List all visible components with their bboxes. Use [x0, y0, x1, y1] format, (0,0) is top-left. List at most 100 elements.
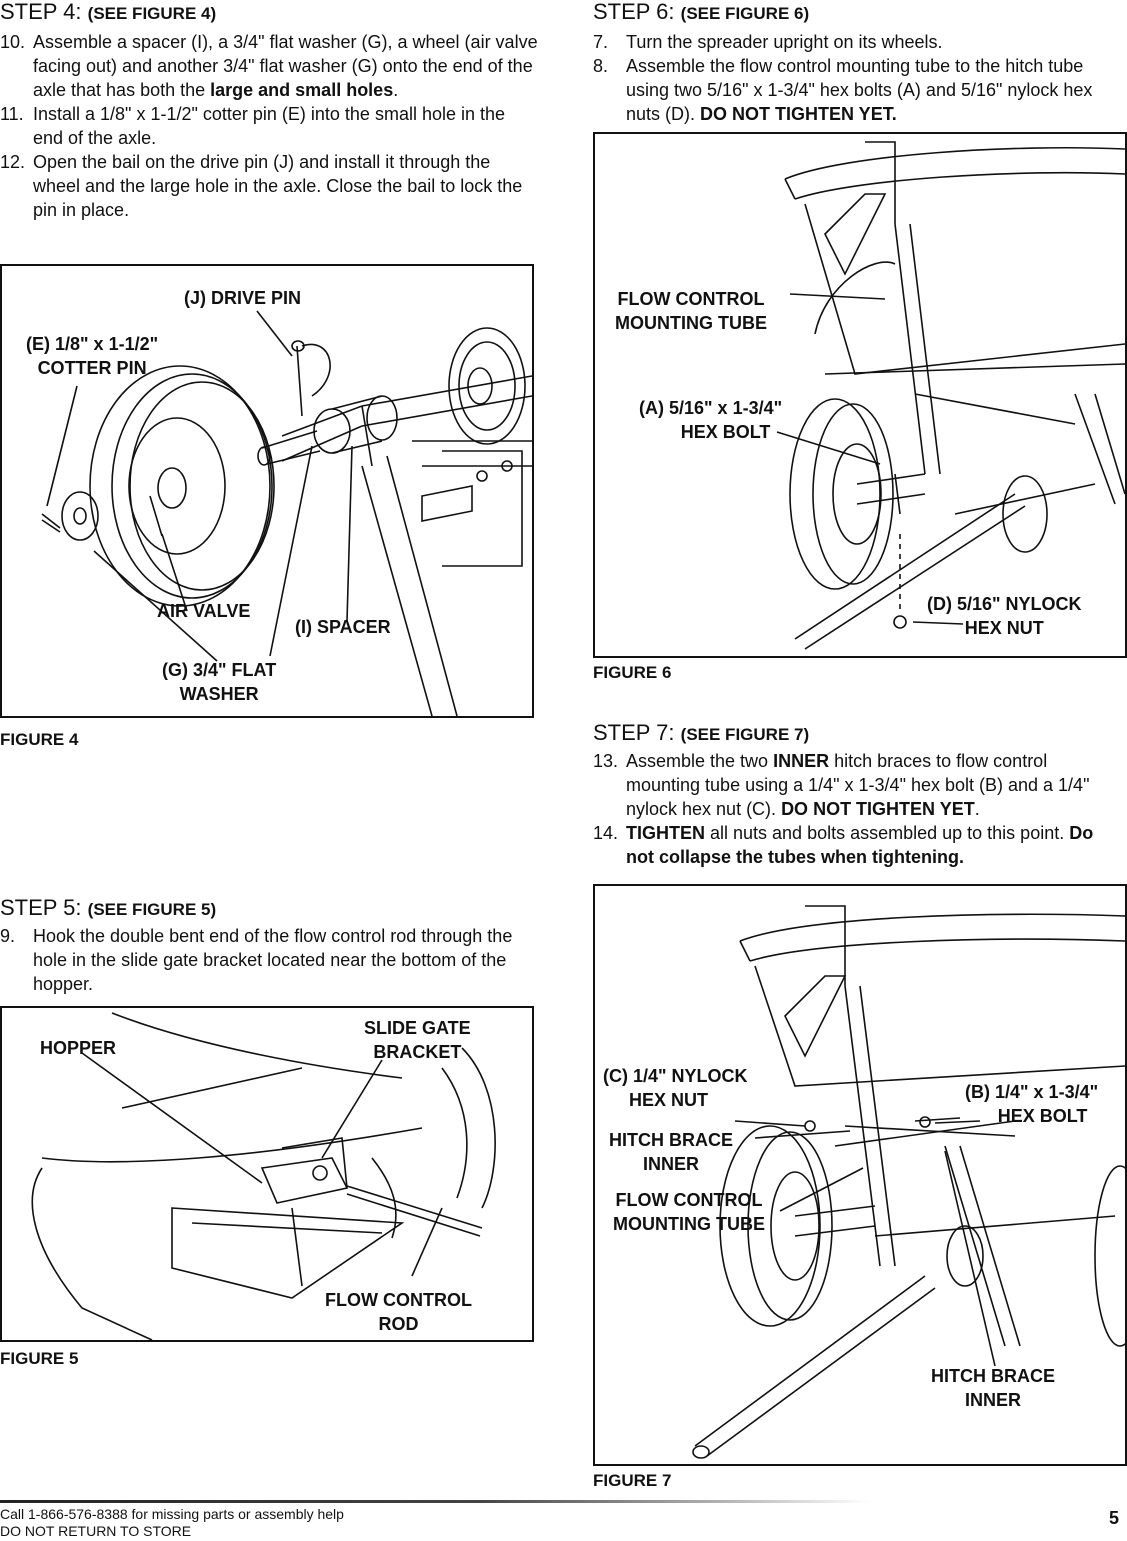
item-text: Assemble the flow control mounting tube … — [626, 56, 1093, 124]
label-hitch-brace-inner-bottom: HITCH BRACE INNER — [931, 1364, 1055, 1412]
label-line: MOUNTING TUBE — [615, 313, 767, 333]
list-item: 14. TIGHTEN all nuts and bolts assembled… — [593, 821, 1125, 869]
label-line: COTTER PIN — [37, 358, 147, 378]
figure4-illustration: (J) DRIVE PIN (E) 1/8" x 1-1/2" COTTER P… — [0, 264, 534, 718]
list-item: 11. Install a 1/8" x 1-1/2" cotter pin (… — [0, 102, 540, 150]
label-hex-bolt-b: (B) 1/4" x 1-3/4" HEX BOLT — [965, 1080, 1098, 1128]
spreader-hitch-drawing — [776, 141, 1125, 650]
list-item: 9. Hook the double bent end of the flow … — [0, 924, 540, 996]
label-cotter-pin: (E) 1/8" x 1-1/2" COTTER PIN — [26, 332, 158, 380]
item-bold-text: Do not collapse the tubes when tightenin… — [626, 823, 1094, 867]
label-line: WASHER — [179, 684, 259, 704]
item-number: 8. — [593, 56, 609, 76]
step7-section: STEP 7: (SEE FIGURE 7) 13. Assemble the … — [593, 721, 1125, 869]
footer-divider — [0, 1500, 870, 1503]
step5-section: STEP 5: (SEE FIGURE 5) 9. Hook the doubl… — [0, 896, 540, 996]
label-line: SLIDE GATE — [364, 1018, 471, 1038]
label-line: (D) 5/16" NYLOCK — [927, 594, 1082, 614]
step6-list: 7. Turn the spreader upright on its whee… — [593, 30, 1123, 126]
list-item: 13. Assemble the two INNER hitch braces … — [593, 749, 1125, 821]
item-bold-text: DO NOT TIGHTEN YET. — [700, 104, 897, 124]
step5-title: STEP 5: — [0, 895, 82, 920]
label-flow-control-rod: FLOW CONTROL ROD — [325, 1288, 472, 1336]
label-air-valve: AIR VALVE — [157, 601, 251, 621]
label-slide-gate-bracket: SLIDE GATE BRACKET — [364, 1016, 471, 1064]
label-line: HEX NUT — [629, 1090, 709, 1110]
label-line: (A) 5/16" x 1-3/4" — [639, 398, 783, 418]
item-text: . — [974, 799, 980, 819]
item-text: Hook the double bent end of the flow con… — [33, 926, 513, 994]
label-line: (G) 3/4" FLAT — [162, 660, 277, 680]
step7-list: 13. Assemble the two INNER hitch braces … — [593, 749, 1125, 869]
label-flow-control-mounting-tube: FLOW CONTROL MOUNTING TUBE — [613, 1188, 765, 1236]
label-line: FLOW CONTROL — [617, 289, 765, 309]
label-line: BRACKET — [373, 1042, 462, 1062]
item-text: Open the bail on the drive pin (J) and i… — [33, 152, 523, 220]
figure6-caption: FIGURE 6 — [593, 663, 672, 682]
step4-heading: STEP 4: (SEE FIGURE 4) — [0, 0, 540, 26]
figure7-illustration: (C) 1/4" NYLOCK HEX NUT (B) 1/4" x 1-3/4… — [593, 884, 1127, 1466]
item-number: 13. — [593, 751, 619, 771]
step4-see-figure: (SEE FIGURE 4) — [87, 4, 217, 23]
label-nylock-hex-nut-d: (D) 5/16" NYLOCK HEX NUT — [927, 592, 1082, 640]
item-text: Turn the spreader upright on its wheels. — [626, 32, 943, 52]
label-line: HITCH BRACE — [931, 1366, 1055, 1386]
item-text: all nuts and bolts assembled up to this … — [705, 823, 1070, 843]
item-text: Assemble the two — [626, 751, 774, 771]
step4-section: STEP 4: (SEE FIGURE 4) 10. Assemble a sp… — [0, 0, 540, 222]
step5-list: 9. Hook the double bent end of the flow … — [0, 924, 540, 996]
page-number: 5 — [1108, 1508, 1119, 1528]
label-line: HEX BOLT — [680, 422, 771, 442]
label-line: ROD — [378, 1314, 419, 1334]
item-bold-text: large and small holes — [210, 80, 394, 100]
step7-heading: STEP 7: (SEE FIGURE 7) — [593, 721, 1125, 747]
item-bold-text: INNER — [773, 751, 830, 771]
figure7-caption: FIGURE 7 — [593, 1471, 672, 1490]
label-hex-bolt-a: (A) 5/16" x 1-3/4" HEX BOLT — [639, 396, 782, 444]
figure5-caption: FIGURE 5 — [0, 1349, 79, 1368]
step6-title: STEP 6: — [593, 0, 675, 24]
item-text: . — [393, 80, 399, 100]
label-drive-pin: (J) DRIVE PIN — [184, 288, 302, 308]
step6-section: STEP 6: (SEE FIGURE 6) 7. Turn the sprea… — [593, 0, 1123, 126]
label-line: HEX BOLT — [997, 1106, 1088, 1126]
label-line: HITCH BRACE — [609, 1130, 733, 1150]
list-item: 10. Assemble a spacer (I), a 3/4" flat w… — [0, 30, 540, 102]
label-line: FLOW CONTROL — [325, 1290, 472, 1310]
label-line: HEX NUT — [964, 618, 1044, 638]
item-number: 11. — [0, 104, 24, 124]
item-number: 12. — [0, 152, 26, 172]
label-hopper: HOPPER — [40, 1038, 117, 1058]
list-item: 7. Turn the spreader upright on its whee… — [593, 30, 1123, 54]
label-nylock-hex-nut-c: (C) 1/4" NYLOCK HEX NUT — [603, 1064, 748, 1112]
hitch-brace-drawing — [692, 905, 1125, 1459]
item-text: Install a 1/8" x 1-1/2" cotter pin (E) i… — [33, 104, 506, 148]
label-flow-control-mounting-tube: FLOW CONTROL MOUNTING TUBE — [615, 287, 767, 335]
label-line: INNER — [964, 1390, 1021, 1410]
item-text: Assemble a spacer (I), a 3/4" flat washe… — [33, 32, 538, 100]
label-hitch-brace-inner-top: HITCH BRACE INNER — [609, 1128, 733, 1176]
step7-title: STEP 7: — [593, 720, 675, 745]
figure5-illustration: HOPPER SLIDE GATE BRACKET FLOW CONTROL R… — [0, 1006, 534, 1342]
step4-title: STEP 4: — [0, 0, 82, 24]
label-line: (E) 1/8" x 1-1/2" — [26, 334, 159, 354]
footer-notice: DO NOT RETURN TO STORE — [0, 1523, 192, 1539]
wheel-axle-drawing — [41, 310, 532, 716]
slide-gate-drawing — [31, 1012, 496, 1340]
label-line: INNER — [642, 1154, 699, 1174]
figure4-caption: FIGURE 4 — [0, 730, 79, 749]
item-text: hitch braces to flow control mounting tu… — [626, 751, 1090, 819]
step5-heading: STEP 5: (SEE FIGURE 5) — [0, 896, 540, 922]
step7-see-figure: (SEE FIGURE 7) — [680, 725, 810, 744]
step4-list: 10. Assemble a spacer (I), a 3/4" flat w… — [0, 30, 540, 222]
step6-heading: STEP 6: (SEE FIGURE 6) — [593, 0, 1123, 26]
label-spacer: (I) SPACER — [295, 617, 391, 637]
list-item: 8. Assemble the flow control mounting tu… — [593, 54, 1123, 126]
item-number: 9. — [0, 926, 16, 946]
footer: Call 1-866-576-8388 for missing parts or… — [0, 1506, 344, 1540]
item-number: 7. — [593, 32, 609, 52]
item-number: 10. — [0, 32, 26, 52]
step6-see-figure: (SEE FIGURE 6) — [680, 4, 810, 23]
footer-help-line: Call 1-866-576-8388 for missing parts or… — [0, 1506, 344, 1522]
item-number: 14. — [593, 823, 619, 843]
